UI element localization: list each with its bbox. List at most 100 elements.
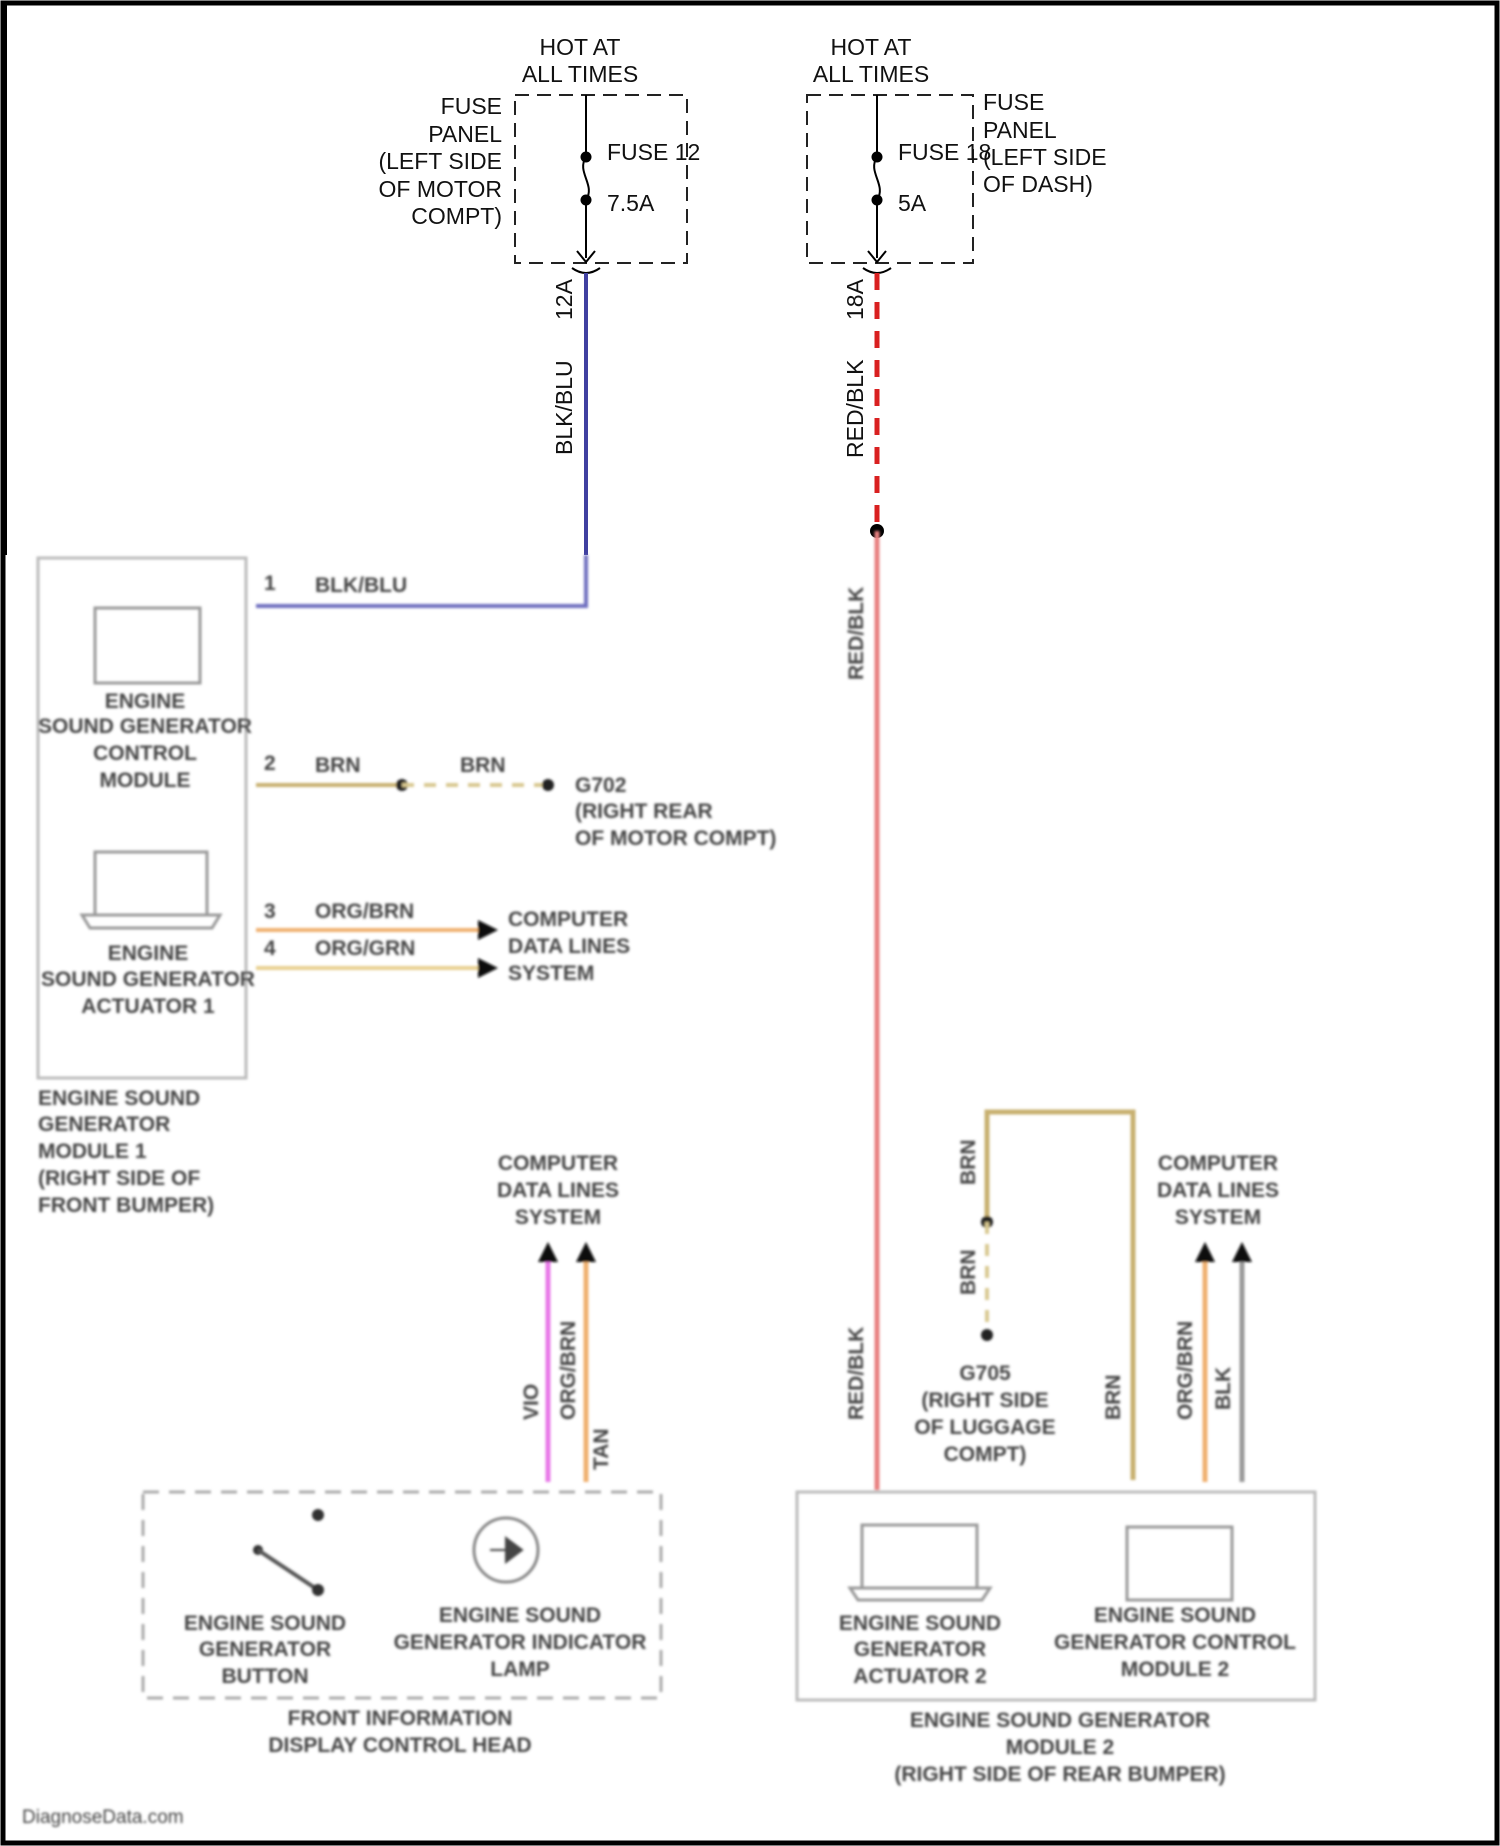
module2-control-label-2: GENERATOR CONTROL: [1054, 1631, 1296, 1654]
module1-data-lines-2: DATA LINES: [508, 935, 630, 958]
right-fuse-panel-box: [807, 95, 973, 263]
module1-pin2: 2: [264, 752, 276, 775]
module1-pin4-arrow: [478, 958, 498, 978]
module2-ground-label-3: OF LUGGAGE: [914, 1416, 1055, 1439]
left-fuse-panel-label-3: (LEFT SIDE: [378, 148, 502, 174]
right-fuse-icon: [874, 157, 880, 200]
right-fuse-panel-label-2: PANEL: [983, 117, 1057, 143]
module1-pin1: 1: [264, 572, 276, 595]
lamp-label-3: LAMP: [490, 1658, 550, 1681]
top-section: HOT AT ALL TIMES HOT AT ALL TIMES FUSE P…: [5, 3, 1107, 555]
module2-data-lines-1: COMPUTER: [1158, 1152, 1278, 1175]
left-fuse-panel-label-5: COMPT): [411, 203, 502, 229]
watermark: DiagnoseData.com: [22, 1807, 184, 1828]
right-fuse-panel-label-4: OF DASH): [983, 171, 1093, 197]
module1-control-label-4: MODULE: [100, 769, 191, 792]
right-wire-label: RED/BLK: [842, 359, 868, 458]
left-fuse-name: FUSE 12: [607, 139, 700, 165]
middle-orgbrn-arrow: [576, 1242, 596, 1262]
middle-data-lines-3: SYSTEM: [515, 1206, 601, 1229]
module2-label-2: MODULE 2: [1006, 1736, 1115, 1759]
left-hot-label-2: ALL TIMES: [522, 61, 638, 87]
module2-brn-low-label: BRN: [1102, 1375, 1125, 1421]
front-head-label-2: DISPLAY CONTROL HEAD: [268, 1734, 531, 1757]
module1-pin2-wire-label: BRN: [315, 754, 361, 777]
module2-actuator-icon: [850, 1525, 990, 1600]
front-head-label-1: FRONT INFORMATION: [288, 1707, 513, 1730]
module2-ground-label-4: COMPT): [944, 1443, 1027, 1466]
module2-ground-label-1: G705: [959, 1362, 1011, 1385]
left-fuse-icon: [583, 157, 589, 200]
module1-actuator-label-2: SOUND GENERATOR: [41, 968, 255, 991]
module1-ground-label-1: G702: [575, 774, 626, 797]
module2-blk-arrow: [1232, 1242, 1252, 1262]
module2-ground-label-2: (RIGHT SIDE: [921, 1389, 1048, 1412]
left-connector-id: 12A: [551, 278, 577, 320]
button-label-1: ENGINE SOUND: [184, 1612, 346, 1635]
left-fuse-panel-label-2: PANEL: [428, 121, 502, 147]
module2-label-3: (RIGHT SIDE OF REAR BUMPER): [894, 1763, 1225, 1786]
module2-data-lines-2: DATA LINES: [1157, 1179, 1279, 1202]
middle-wire-orgbrn-label: ORG/BRN: [557, 1321, 580, 1420]
module2-ground-symbol: [981, 1329, 993, 1341]
module1-label-5: FRONT BUMPER): [38, 1194, 214, 1217]
module1-pin1-wire: [256, 555, 586, 606]
module1-pin3-arrow: [478, 920, 498, 940]
diagram-frame: [3, 3, 1497, 1843]
module1-actuator-label-1: ENGINE: [108, 942, 189, 965]
module2-orgbrn-arrow: [1195, 1242, 1215, 1262]
lamp-label-1: ENGINE SOUND: [439, 1604, 601, 1627]
module1-pin3: 3: [264, 900, 276, 923]
indicator-lamp-diode-icon: [490, 1538, 522, 1562]
module1-pin3-wire-label: ORG/BRN: [315, 900, 414, 923]
module1-ground-label-3: OF MOTOR COMPT): [575, 827, 776, 850]
module2-brn-mid-label: BRN: [957, 1250, 980, 1296]
lamp-label-2: GENERATOR INDICATOR: [394, 1631, 647, 1654]
right-connector-id: 18A: [842, 278, 868, 320]
module1-pin4: 4: [264, 937, 276, 960]
module1-ground-symbol: [542, 779, 554, 791]
module1-control-label-3: CONTROL: [93, 742, 197, 765]
module1-actuator-label-3: ACTUATOR 1: [81, 995, 215, 1018]
module2-wire-orgbrn-label: ORG/BRN: [1174, 1321, 1197, 1420]
middle-data-lines-2: DATA LINES: [497, 1179, 619, 1202]
left-fuse-panel-box: [515, 95, 687, 263]
middle-data-lines-1: COMPUTER: [498, 1152, 618, 1175]
module1-ground-label-2: (RIGHT REAR: [575, 800, 713, 823]
module2-actuator-label-2: GENERATOR: [854, 1638, 986, 1661]
module2-label-1: ENGINE SOUND GENERATOR: [910, 1709, 1210, 1732]
middle-wire-tan-label: TAN: [590, 1428, 613, 1470]
left-fuse-panel-label-1: FUSE: [441, 93, 502, 119]
middle-vio-arrow: [538, 1242, 558, 1262]
module2-data-lines-3: SYSTEM: [1175, 1206, 1261, 1229]
module1-pin4-wire-label: ORG/GRN: [315, 937, 415, 960]
module2-control-icon: [1127, 1527, 1232, 1600]
middle-wire-vio-label: VIO: [520, 1384, 543, 1420]
module2-brn-top-label: BRN: [957, 1140, 980, 1186]
right-hot-label-1: HOT AT: [831, 34, 912, 60]
module2-control-label-3: MODULE 2: [1121, 1658, 1230, 1681]
right-fuse-panel-label-1: FUSE: [983, 89, 1044, 115]
lower-section: 1 BLK/BLU ENGINE SOUND GENERATOR CONTROL…: [22, 531, 1315, 1828]
module1-pin1-wire-label: BLK/BLU: [315, 574, 407, 597]
left-wire-label: BLK/BLU: [551, 360, 577, 455]
button-label-3: BUTTON: [221, 1665, 308, 1688]
module2-actuator-label-3: ACTUATOR 2: [853, 1665, 986, 1688]
left-fuse-panel-label-4: OF MOTOR: [378, 176, 502, 202]
main-wire-label: RED/BLK: [845, 587, 868, 680]
right-fuse-name: FUSE 18: [898, 139, 991, 165]
module1-control-label-2: SOUND GENERATOR: [38, 715, 252, 738]
module1-label-3: MODULE 1: [38, 1140, 147, 1163]
module1-data-lines-1: COMPUTER: [508, 908, 628, 931]
left-fuse-rating: 7.5A: [607, 190, 655, 216]
module2-wire-redblk-label: RED/BLK: [845, 1327, 868, 1420]
right-fuse-rating: 5A: [898, 190, 927, 216]
button-contact-right-icon: [312, 1584, 324, 1596]
module2-control-label-1: ENGINE SOUND: [1094, 1604, 1256, 1627]
right-fuse-panel-label-3: (LEFT SIDE: [983, 144, 1107, 170]
left-hot-label-1: HOT AT: [540, 34, 621, 60]
button-switch-icon: [258, 1550, 318, 1590]
module1-data-lines-3: SYSTEM: [508, 962, 594, 985]
module1-label-2: GENERATOR: [38, 1113, 170, 1136]
